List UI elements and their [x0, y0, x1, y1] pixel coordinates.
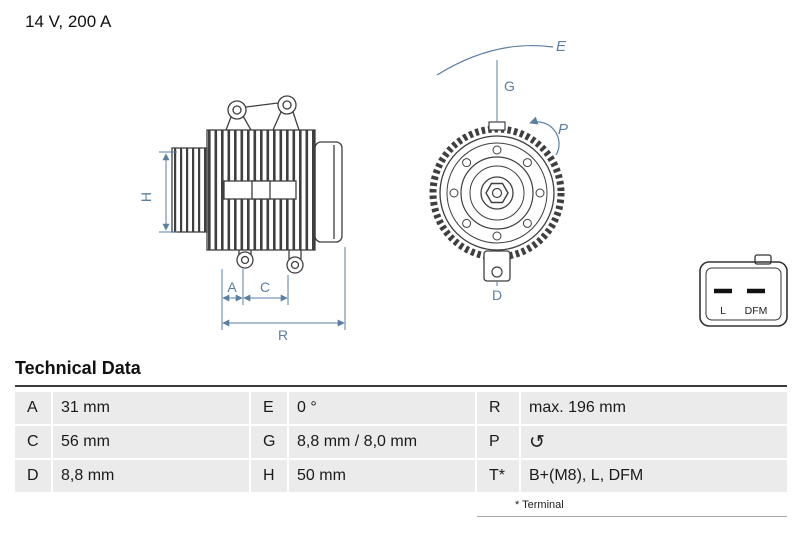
technical-drawing: H A C R	[138, 38, 788, 343]
dim-label-a: A	[227, 279, 237, 295]
rotation-direction-icon: ↺	[529, 431, 545, 453]
spec-key-a: A	[15, 392, 51, 424]
alternator-front-view	[429, 121, 565, 282]
spec-key-r: R	[477, 392, 519, 424]
dim-label-e: E	[556, 38, 567, 55]
dim-label-g: G	[504, 78, 515, 94]
connector-pin-label-l: L	[720, 305, 726, 317]
connector-pin-label-dfm: DFM	[745, 305, 768, 317]
spec-key-e: E	[251, 392, 287, 424]
spec-value-a: 31 mm	[53, 392, 249, 424]
spec-value-g: 8,8 mm / 8,0 mm	[289, 426, 475, 458]
spec-value-h: 50 mm	[289, 460, 475, 492]
spec-value-d: 8,8 mm	[53, 460, 249, 492]
spec-key-p: P	[477, 426, 519, 458]
dim-label-d: D	[492, 287, 502, 303]
front-view-dimensions	[436, 44, 560, 286]
product-rating: 14 V, 200 A	[25, 12, 112, 31]
terminal-footnote: * Terminal	[515, 499, 564, 511]
dim-label-r: R	[278, 327, 288, 343]
technical-data-title: Technical Data	[15, 358, 787, 387]
alternator-side-view	[171, 95, 343, 274]
spec-key-d: D	[15, 460, 51, 492]
spec-key-c: C	[15, 426, 51, 458]
connector-diagram	[699, 254, 788, 327]
dim-label-p: P	[558, 121, 568, 138]
spec-key-t: T*	[477, 460, 519, 492]
spec-value-r: max. 196 mm	[521, 392, 787, 424]
side-view-dimensions	[159, 151, 346, 330]
spec-key-h: H	[251, 460, 287, 492]
technical-data-section: Technical Data A 31 mm E 0 ° R max. 196 …	[15, 358, 787, 517]
spec-key-g: G	[251, 426, 287, 458]
technical-data-table: A 31 mm E 0 ° R max. 196 mm C 56 mm G 8,…	[15, 392, 787, 492]
dim-label-c: C	[260, 279, 270, 295]
spec-value-t: B+(M8), L, DFM	[521, 460, 787, 492]
footnote-rule	[477, 516, 787, 517]
spec-value-e: 0 °	[289, 392, 475, 424]
dim-label-h: H	[138, 192, 154, 202]
spec-value-c: 56 mm	[53, 426, 249, 458]
